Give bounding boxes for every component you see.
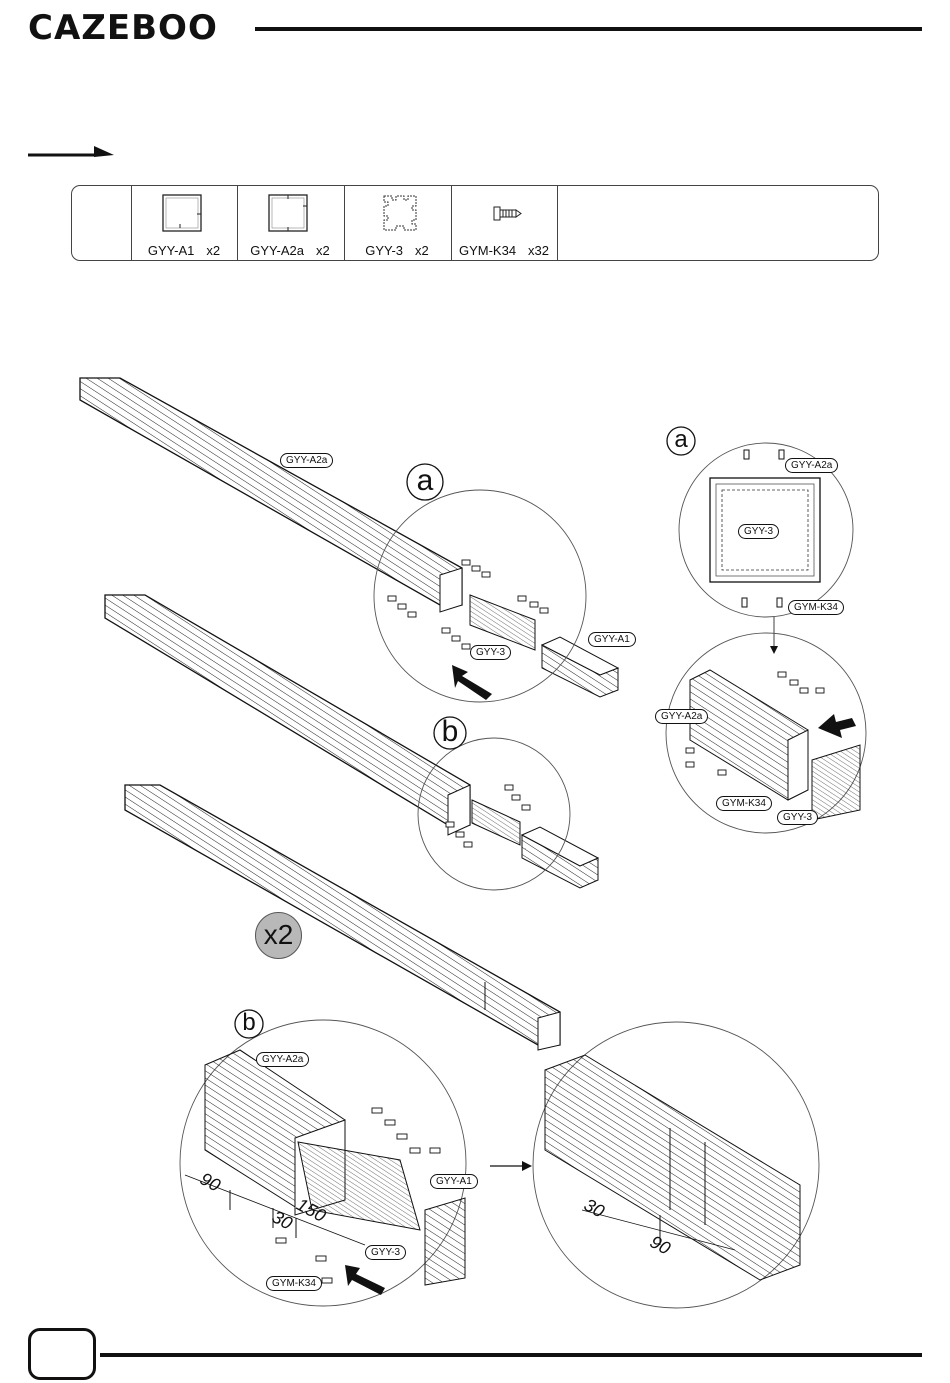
detail-profile-view (690, 670, 860, 820)
tag-gyy-a2a-bottom: GYY-A2a (256, 1052, 309, 1067)
tag-gym-k34-bottom: GYM-K34 (266, 1276, 322, 1291)
tag-gym-k34-section: GYM-K34 (788, 600, 844, 615)
detail-joint-exploded (205, 1050, 465, 1285)
tag-gyy-3-bottom: GYY-3 (365, 1245, 406, 1260)
tag-gyy-a1-bottom: GYY-A1 (430, 1174, 478, 1189)
insert-arrow-icon (452, 665, 492, 700)
callout-letter-b-detail: b (233, 1008, 265, 1038)
tag-gym-k34-detail: GYM-K34 (716, 796, 772, 811)
tag-gyy-a2a-detail: GYY-A2a (655, 709, 708, 724)
tag-gyy-3-section: GYY-3 (738, 524, 779, 539)
tag-gyy-a2a-section: GYY-A2a (785, 458, 838, 473)
tag-gyy-a2a: GYY-A2a (280, 453, 333, 468)
page-number-box (28, 1328, 96, 1380)
quantity-badge: x2 (255, 912, 302, 959)
callout-letter-b: b (432, 715, 468, 749)
tag-gyy-3: GYY-3 (470, 645, 511, 660)
callout-letter-a: a (405, 462, 445, 500)
tag-gyy-3-detail: GYY-3 (777, 810, 818, 825)
tag-gyy-a1: GYY-A1 (588, 632, 636, 647)
detail-joint-assembled (545, 1055, 800, 1280)
footer-rule (100, 1353, 922, 1357)
callout-letter-a-section: a (665, 425, 697, 455)
